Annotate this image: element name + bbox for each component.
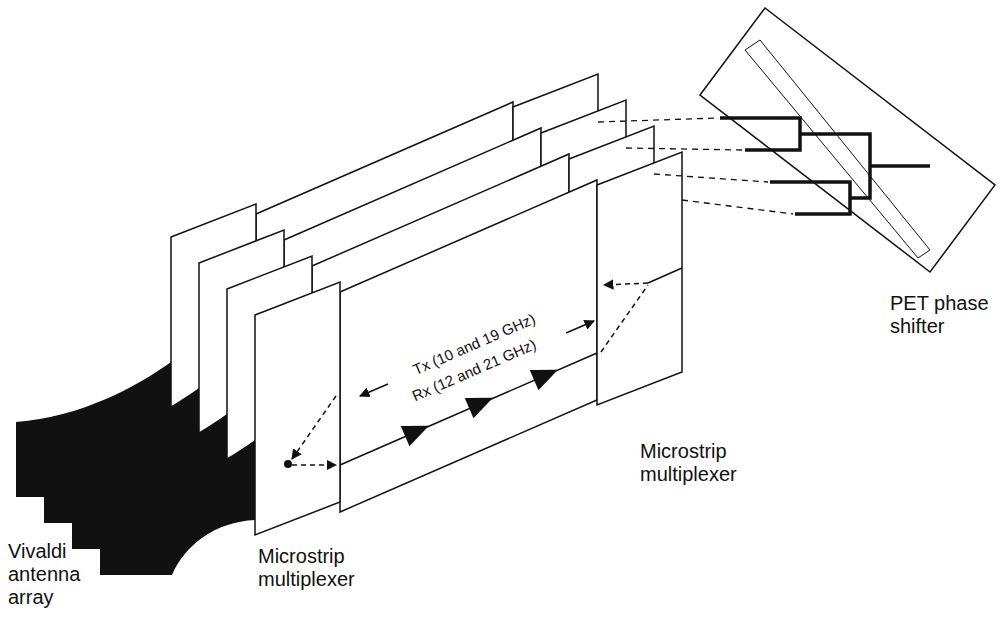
component-label: Microstrip multiplexer: [258, 545, 383, 591]
component-label: Vivaldi antenna array: [8, 540, 96, 609]
component-label: PET phase shifter: [890, 292, 995, 338]
component-label: Microstrip multiplexer: [640, 440, 765, 486]
